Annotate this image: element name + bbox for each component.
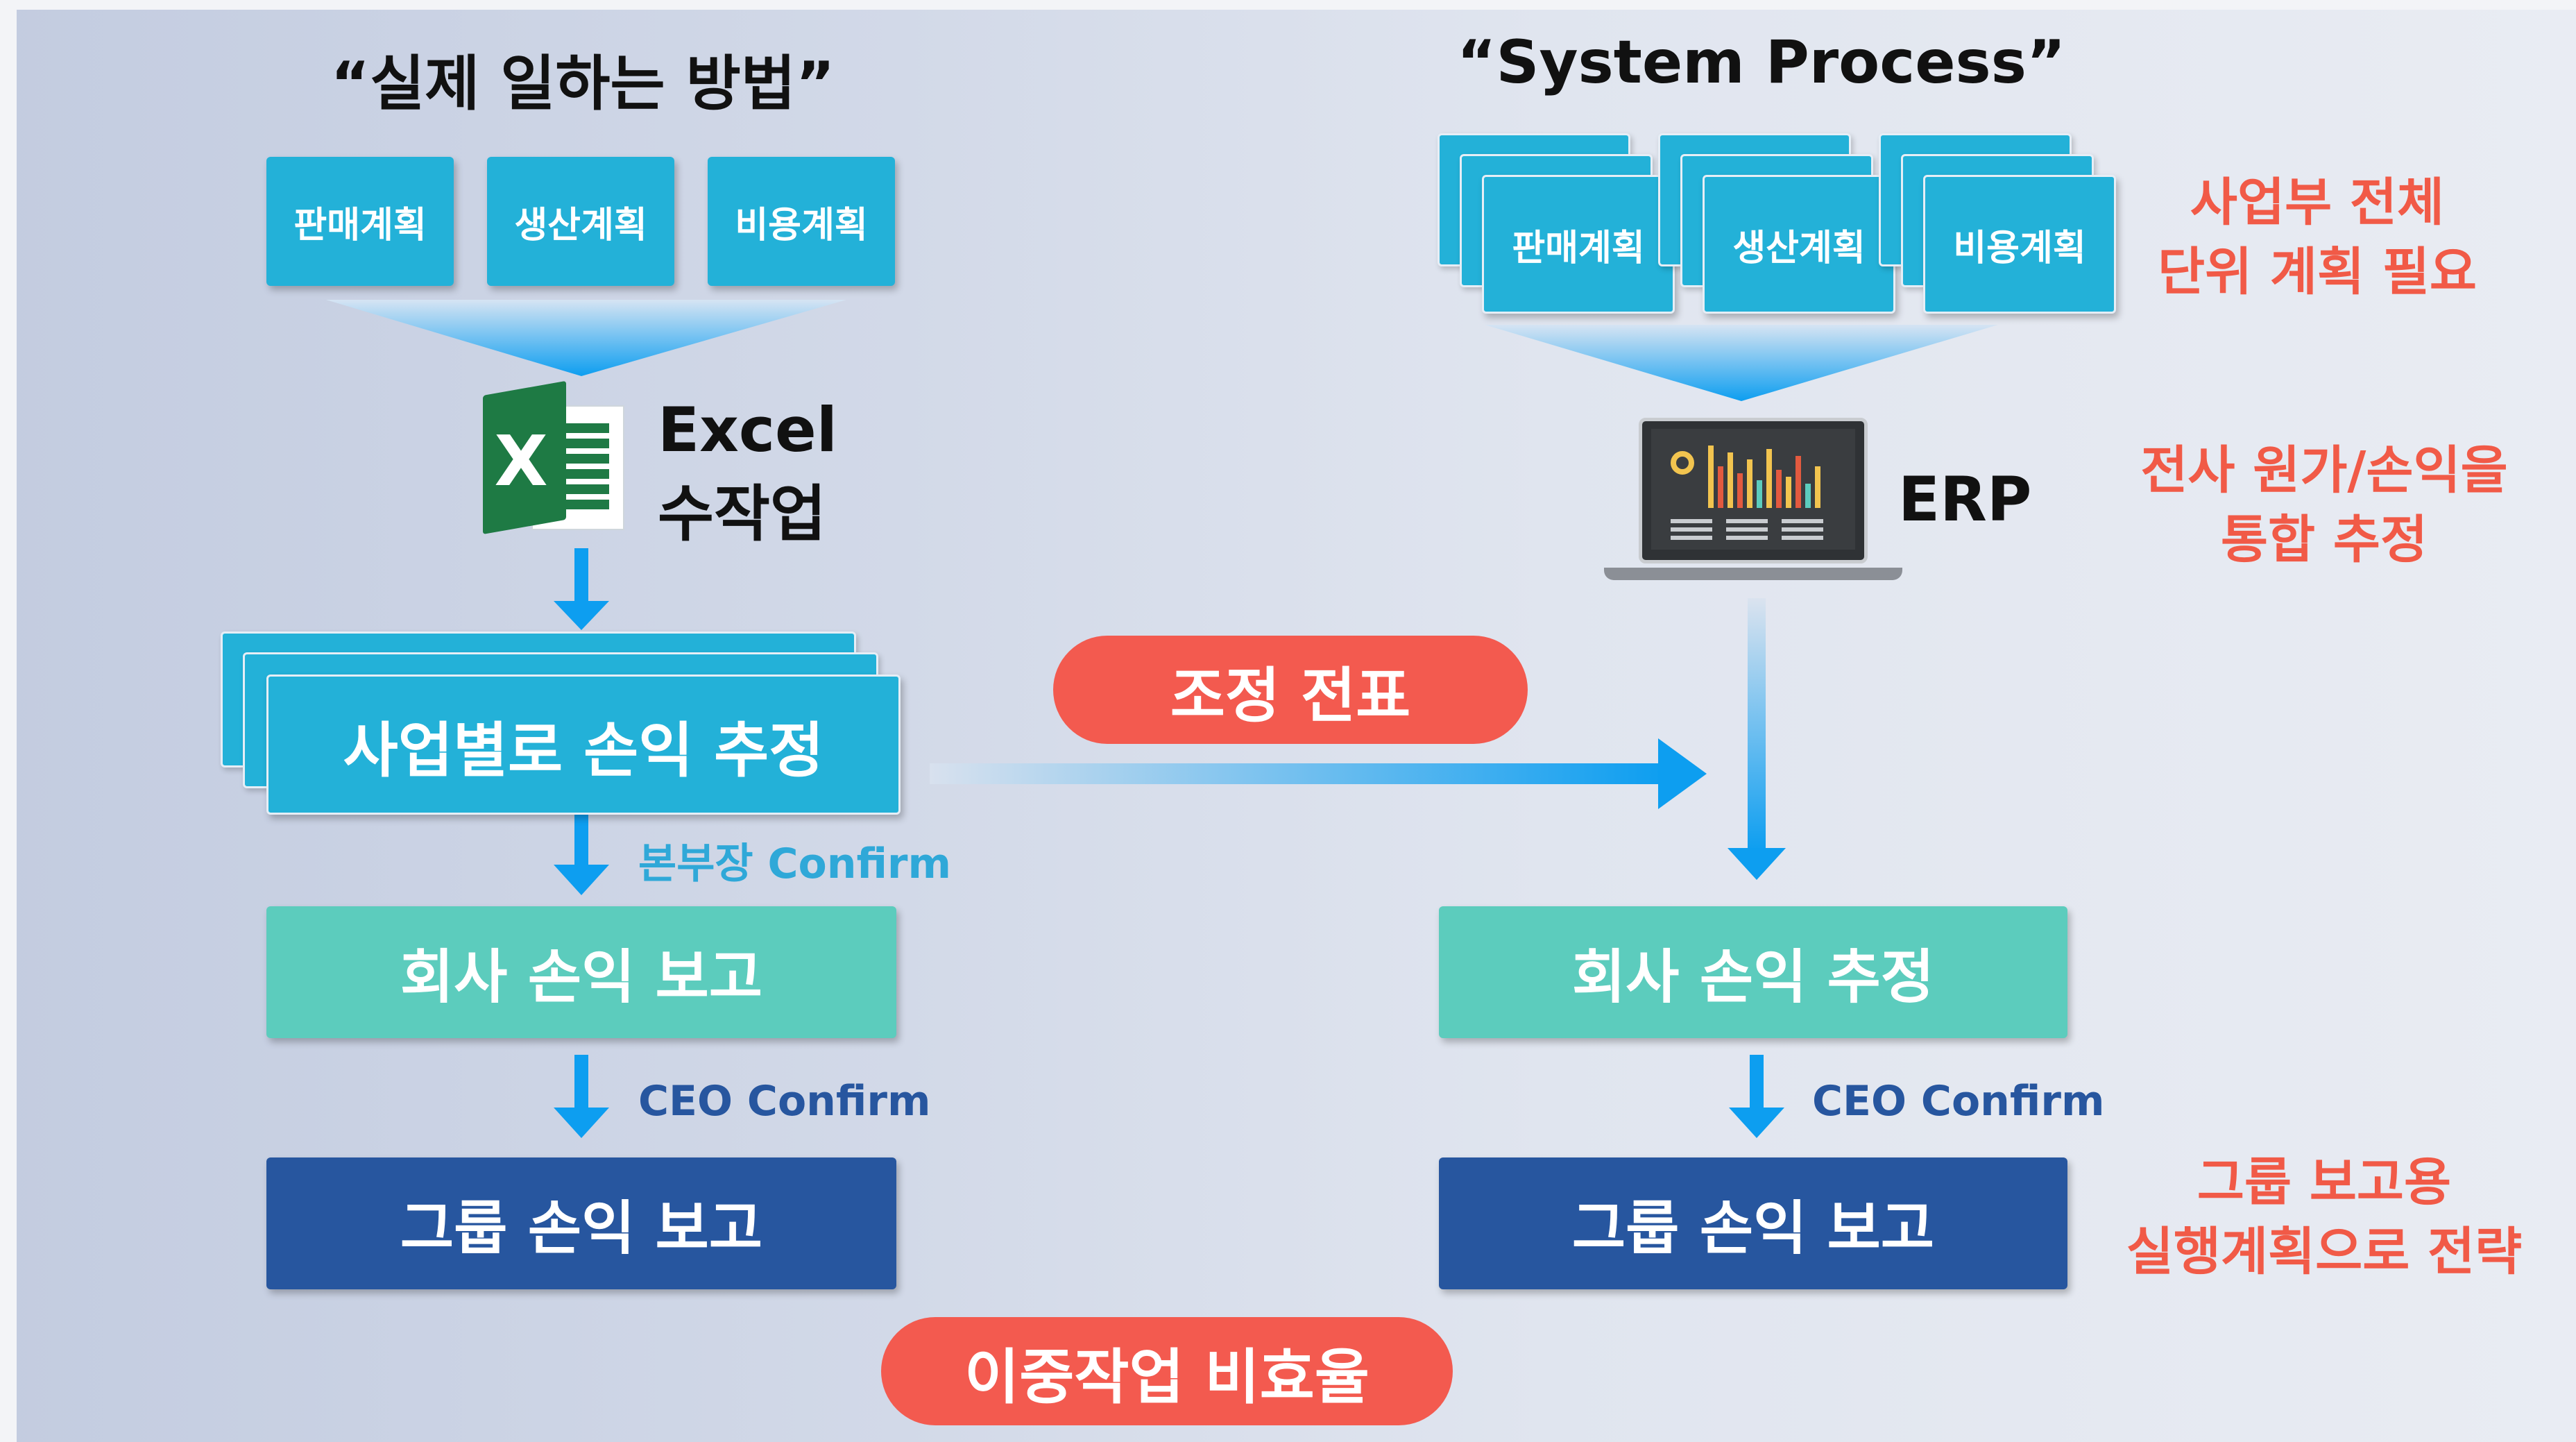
note-division-plan-line2: 단위 계획 필요	[2157, 242, 2477, 302]
laptop-dashboard-icon	[1604, 418, 1902, 584]
left-plan-cost: 비용계획	[708, 157, 895, 286]
arrow-right-confirm-shaft	[1750, 1055, 1764, 1110]
left-plan-sales: 판매계획	[266, 157, 454, 286]
note-integrated-estimate-line1: 전사 원가/손익을	[2140, 441, 2508, 500]
right-plan-sales: 판매계획	[1482, 175, 1675, 314]
note-group-report: 그룹 보고용 실행계획으로 전략	[2095, 1148, 2553, 1287]
arrow-excel-down-head	[554, 601, 609, 630]
arrow-confirm2-head	[554, 1108, 609, 1138]
arrow-confirm1-head	[554, 865, 609, 895]
arrow-excel-down-shaft	[574, 548, 588, 604]
right-ceo-confirm-label: CEO Confirm	[1812, 1077, 2105, 1126]
arrow-horizontal-shaft	[930, 763, 1665, 784]
left-group-report-box: 그룹 손익 보고	[266, 1157, 896, 1289]
right-plan-production: 생산계획	[1703, 175, 1895, 314]
right-group-report-box: 그룹 손익 보고	[1439, 1157, 2067, 1289]
left-plan-production: 생산계획	[487, 157, 674, 286]
business-estimate-box: 사업별로 손익 추정	[266, 675, 901, 815]
right-title: “System Process”	[1457, 28, 2066, 97]
manual-work-label: 수작업	[658, 478, 826, 550]
company-report-box: 회사 손익 보고	[266, 906, 896, 1038]
arrow-horizontal-head	[1658, 738, 1707, 809]
note-integrated-estimate-line2: 통합 추정	[2220, 510, 2428, 570]
note-group-report-line2: 실행계획으로 전략	[2126, 1222, 2523, 1282]
right-plan-cost: 비용계획	[1923, 175, 2116, 314]
company-estimate-box: 회사 손익 추정	[1439, 906, 2067, 1038]
left-funnel-shape	[326, 300, 846, 376]
adjustment-entry-pill: 조정 전표	[1053, 636, 1528, 744]
right-funnel-shape	[1485, 325, 1998, 401]
note-division-plan-line1: 사업부 전체	[2190, 173, 2445, 232]
note-group-report-line1: 그룹 보고용	[2197, 1153, 2452, 1212]
arrow-confirm2-shaft	[574, 1055, 588, 1110]
left-strip	[0, 0, 17, 1442]
left-ceo-confirm-label: CEO Confirm	[638, 1077, 931, 1126]
double-work-inefficiency-pill: 이중작업 비효율	[881, 1317, 1453, 1425]
division-head-confirm-label: 본부장 Confirm	[638, 840, 952, 888]
top-strip	[0, 0, 2576, 10]
arrow-erp-down-head	[1728, 848, 1786, 880]
excel-icon: X	[483, 380, 629, 534]
excel-icon-letter: X	[494, 421, 548, 502]
left-title: “실제 일하는 방법”	[330, 49, 835, 119]
note-division-plan: 사업부 전체 단위 계획 필요	[2137, 168, 2498, 307]
excel-label: Excel	[658, 394, 837, 466]
note-integrated-estimate: 전사 원가/손익을 통합 추정	[2109, 436, 2539, 575]
arrow-erp-down-shaft	[1748, 598, 1766, 851]
arrow-confirm1-shaft	[574, 812, 588, 867]
erp-label: ERP	[1898, 464, 2032, 535]
arrow-right-confirm-head	[1729, 1108, 1784, 1138]
